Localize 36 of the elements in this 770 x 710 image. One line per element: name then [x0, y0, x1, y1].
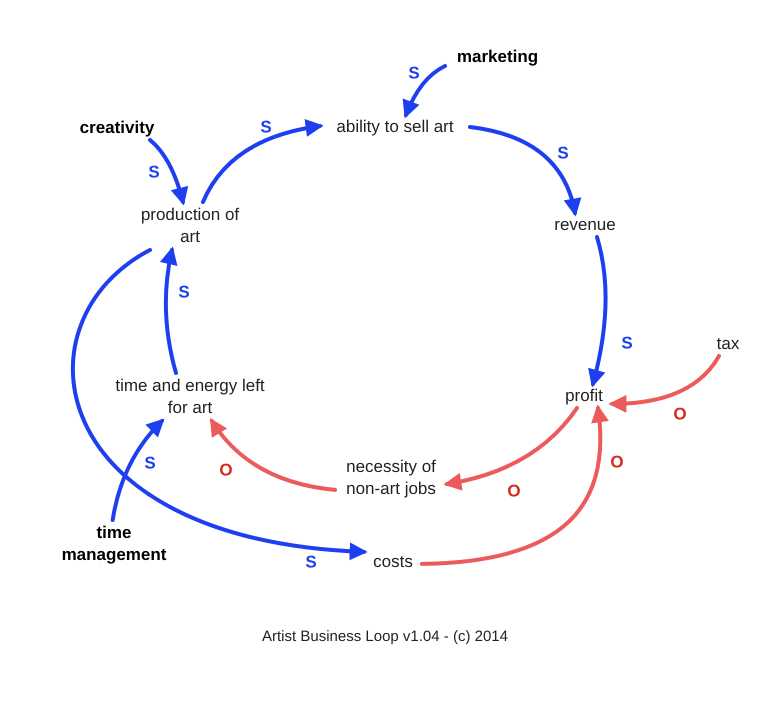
arrow	[200, 119, 324, 204]
arrow	[443, 406, 579, 490]
edge-label: O	[507, 482, 521, 500]
node-label: creativity	[68, 116, 166, 140]
arrow	[420, 404, 608, 566]
node-label: marketing	[445, 45, 550, 69]
caption: Artist Business Loop v1.04 - (c) 2014	[261, 627, 509, 647]
edge-label: S	[557, 144, 569, 162]
edge-label: O	[673, 406, 687, 422]
edge-label: O	[219, 462, 233, 478]
edge-label: O	[610, 454, 624, 470]
edge-label: S	[148, 164, 160, 180]
node-label: production of art	[135, 202, 245, 250]
arrow	[148, 138, 188, 206]
arrow	[210, 418, 337, 492]
arrow	[608, 354, 721, 413]
edge-label: S	[144, 454, 156, 472]
node-label: profit	[556, 384, 612, 408]
node-label: tax	[708, 332, 748, 356]
arrow	[403, 64, 447, 118]
edge-label: S	[305, 554, 317, 570]
arrow	[588, 235, 608, 388]
arrow	[71, 248, 368, 560]
node-label: costs	[364, 550, 422, 574]
arrow	[160, 246, 178, 375]
edge-label: S	[260, 118, 272, 136]
node-label: revenue	[544, 213, 626, 237]
edge-label: S	[621, 334, 633, 352]
edge-label: S	[408, 64, 420, 82]
node-label: time and energy left for art	[112, 373, 268, 421]
arrow	[468, 125, 581, 216]
node-label: necessity of non-art jobs	[335, 443, 447, 513]
edge-label: S	[178, 284, 190, 300]
node-label: ability to sell art	[320, 115, 470, 139]
node-label: time management	[48, 520, 180, 568]
arrow	[110, 418, 164, 522]
